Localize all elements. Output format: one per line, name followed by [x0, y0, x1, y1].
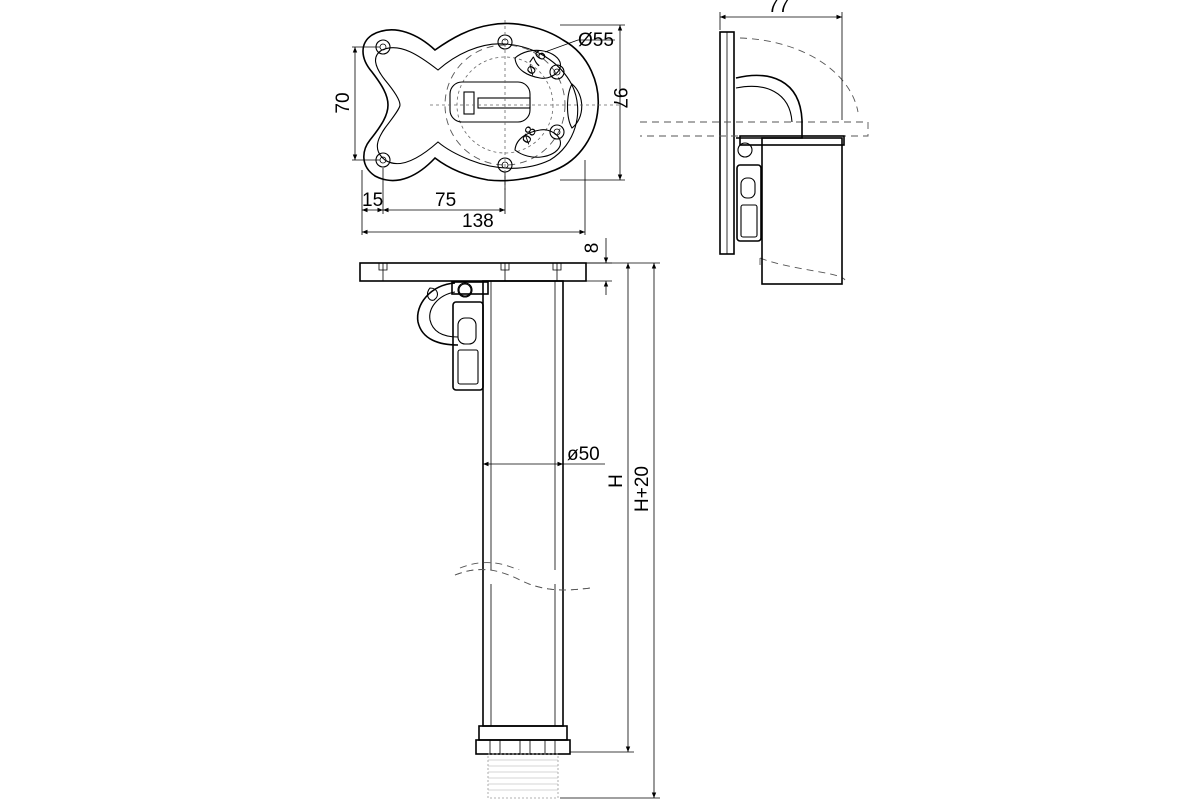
dim-hole-diameter: ø8 [517, 123, 540, 147]
leveling-foot [478, 725, 568, 741]
side-folded-leg [761, 137, 843, 285]
cutout-right [566, 83, 583, 129]
dim-side-depth: 77 [768, 0, 789, 17]
dim-tube-diameter: ø50 [567, 444, 600, 465]
mounting-plate-outline [362, 22, 600, 182]
front-mounting-plate [359, 262, 587, 282]
front-view: ø50 8 H H+20 [359, 238, 660, 799]
dim-plate-width: 138 [462, 211, 494, 232]
leg-tube [482, 280, 564, 727]
plate-inner-contour [375, 43, 579, 169]
central-bolt [463, 91, 475, 115]
side-view: 77 [640, 0, 869, 285]
front-latch [452, 301, 484, 391]
side-hinge-bracket [735, 74, 803, 139]
dim-plate-thickness: 8 [582, 243, 603, 254]
dim-circle-diameter: Ø55 [578, 30, 614, 51]
front-hinge-bracket [416, 282, 459, 346]
dim-hole-spacing: 75 [435, 190, 456, 211]
side-latch [736, 164, 762, 242]
dim-plate-height: 70 [333, 92, 354, 113]
top-view: 70 97 Ø55 ø76 ø8 15 75 138 [333, 20, 630, 235]
dim-height-plus: H+20 [632, 466, 653, 512]
cutout-lower [514, 129, 561, 158]
dim-height: H [606, 474, 627, 488]
dim-outer-height: 97 [609, 87, 630, 108]
central-slot-frame [449, 81, 531, 123]
foot-thread [487, 753, 559, 799]
dim-hole-offset: 15 [362, 190, 383, 211]
central-slot [477, 97, 531, 109]
